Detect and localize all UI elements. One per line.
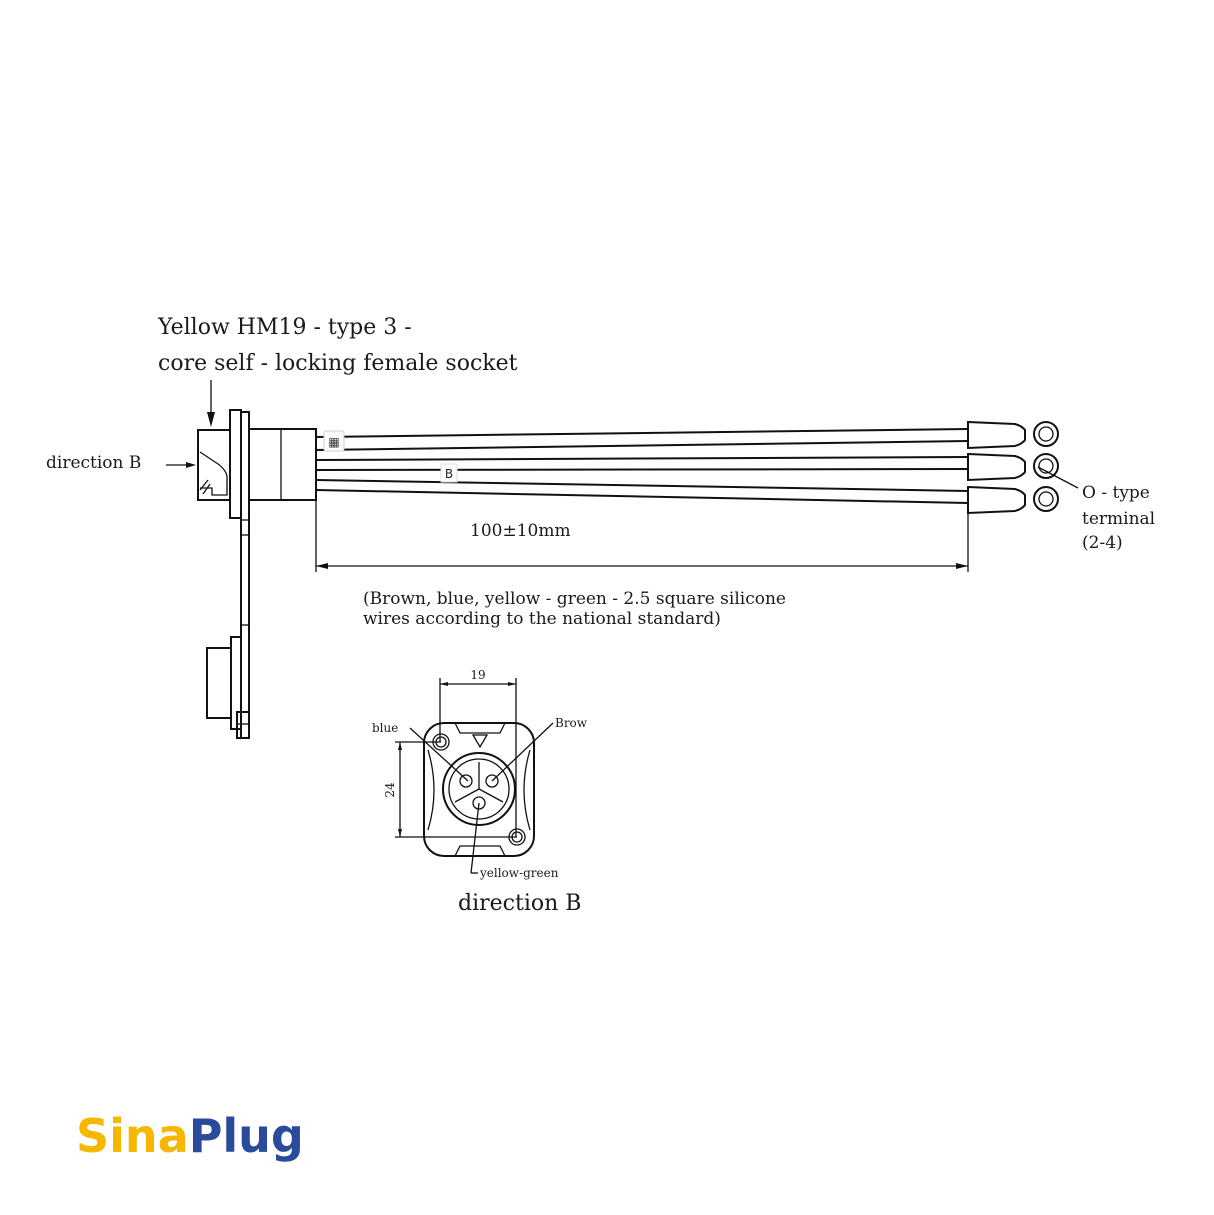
wires bbox=[315, 428, 969, 504]
pin-label-blue: blue bbox=[372, 721, 398, 735]
wire-note-line-1: (Brown, blue, yellow - green - 2.5 squar… bbox=[363, 589, 786, 609]
length-dimension: 100±10mm bbox=[470, 521, 571, 541]
pin-label-yellow-green: yellow-green bbox=[479, 866, 559, 880]
wire-note-line-2: wires according to the national standard… bbox=[363, 609, 721, 629]
width-dimension: 19 bbox=[470, 668, 485, 682]
front-view-caption: direction B bbox=[458, 891, 581, 916]
logo-plug: Plug bbox=[189, 1109, 304, 1163]
terminal-label-line-1: O - type bbox=[1082, 483, 1150, 503]
logo-sina: Sina bbox=[76, 1109, 189, 1163]
wire-marker-1: ▦ bbox=[328, 435, 339, 449]
sinaplug-logo: SinaPlug bbox=[76, 1109, 304, 1163]
terminal-label-line-2: terminal bbox=[1082, 509, 1155, 529]
wire-marker-2: B bbox=[445, 467, 453, 481]
ring-terminals bbox=[967, 420, 1059, 515]
pin-label-brown: Brow bbox=[555, 716, 588, 730]
arrow-head-icon bbox=[186, 462, 196, 468]
arrow-head-icon bbox=[207, 412, 215, 427]
title-line-1: Yellow HM19 - type 3 - bbox=[157, 315, 412, 340]
socket-front-view bbox=[423, 722, 535, 857]
svg-text:SinaPlug: SinaPlug bbox=[76, 1109, 304, 1163]
title-line-2: core self - locking female socket bbox=[158, 351, 518, 376]
direction-b-label: direction B bbox=[46, 453, 141, 473]
height-dimension: 24 bbox=[383, 782, 397, 798]
socket-side-view bbox=[197, 409, 317, 739]
terminal-label-line-3: (2-4) bbox=[1082, 533, 1123, 553]
